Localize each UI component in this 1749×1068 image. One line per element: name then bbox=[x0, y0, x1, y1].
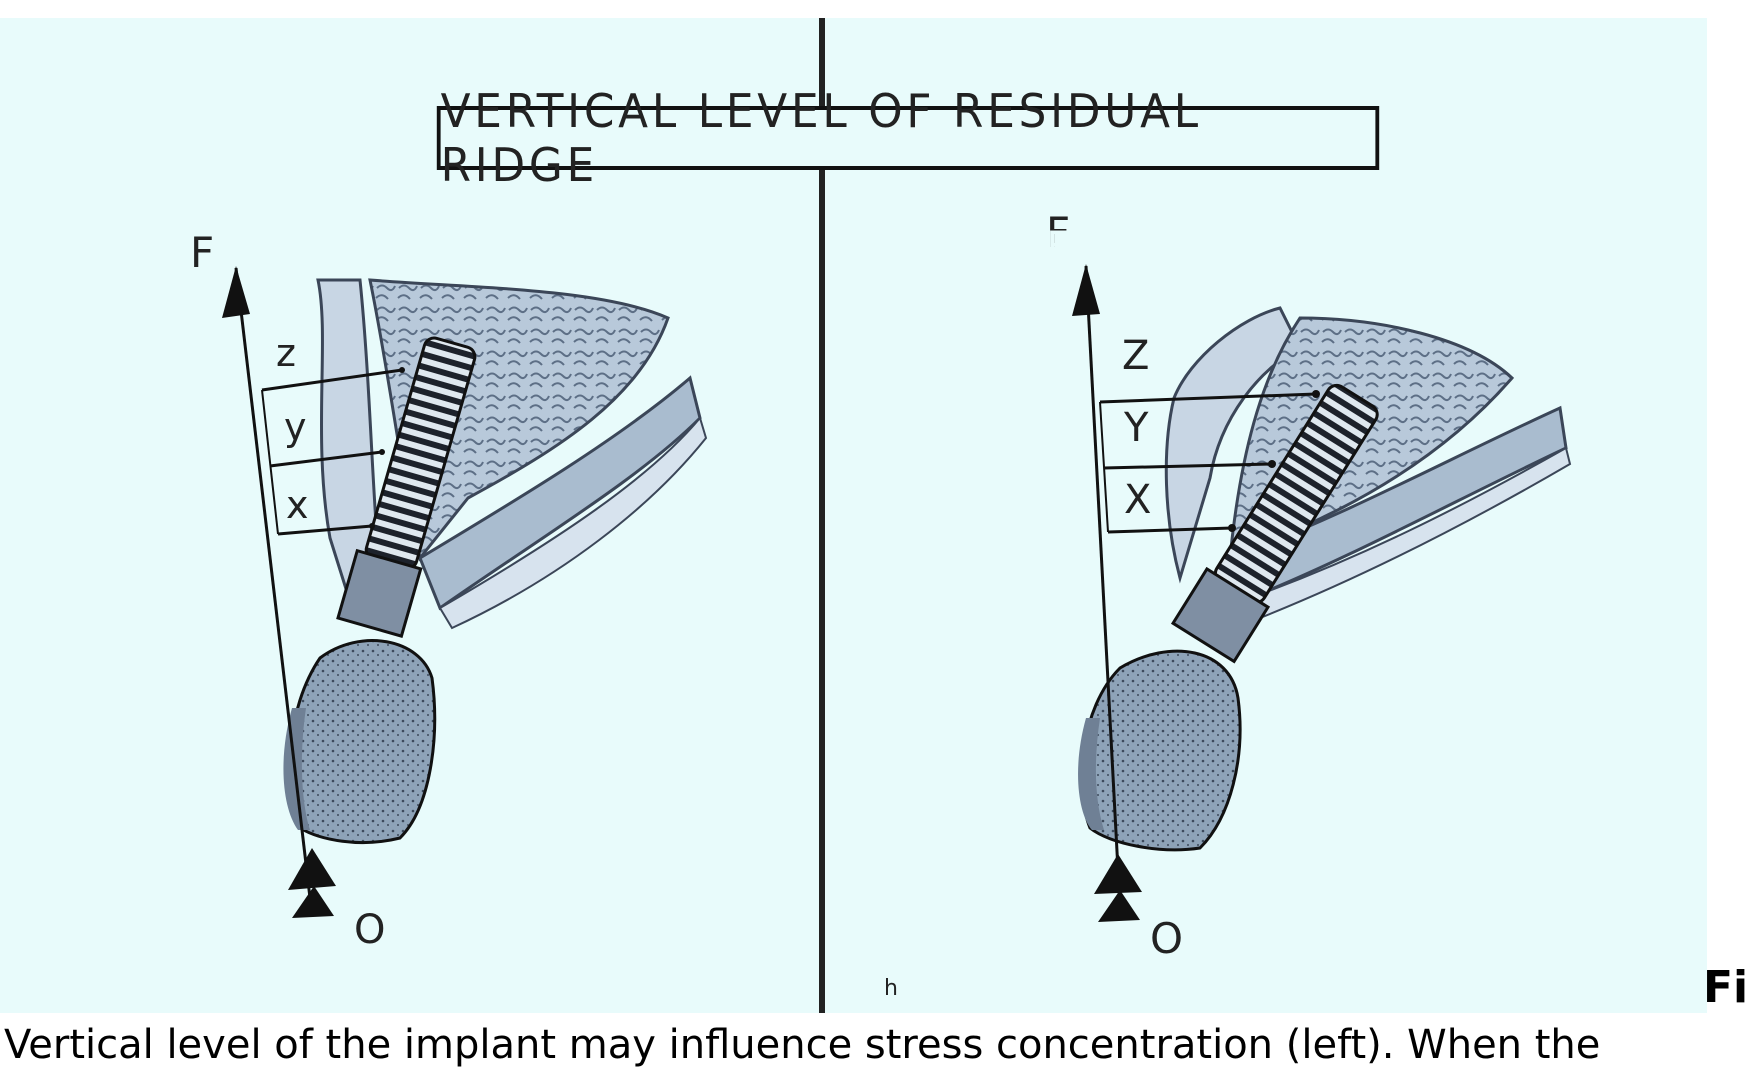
left-force-label: F bbox=[190, 228, 215, 277]
left-panel-drawing bbox=[222, 266, 708, 918]
left-level-x-label: x bbox=[286, 483, 309, 527]
right-force-arrowhead bbox=[1072, 264, 1100, 316]
left-level-z-line bbox=[261, 368, 403, 392]
panel-mark: h bbox=[884, 976, 898, 1001]
left-level-y-label: y bbox=[284, 405, 307, 449]
right-gingiva bbox=[1227, 405, 1568, 600]
right-level-z-line bbox=[1099, 392, 1317, 404]
right-force-label: F bbox=[1046, 222, 1071, 271]
diagram-title: VERTICAL LEVEL OF RESIDUAL RIDGE bbox=[436, 84, 1380, 192]
left-implant bbox=[336, 336, 477, 639]
right-crown bbox=[1080, 649, 1242, 852]
right-origin-label: O bbox=[1150, 914, 1184, 963]
left-gingiva bbox=[418, 375, 702, 611]
left-origin-label: O bbox=[354, 907, 386, 953]
left-crown bbox=[287, 639, 437, 844]
right-level-y-label: Y bbox=[1124, 405, 1149, 451]
right-level-z-label: Z bbox=[1122, 333, 1150, 379]
figure-panel: VERTICAL LEVEL OF RESIDUAL RIDGE F z y x… bbox=[0, 18, 1707, 1013]
left-level-x-line bbox=[277, 524, 373, 536]
right-level-x-line bbox=[1107, 526, 1233, 534]
left-level-y-line bbox=[269, 450, 383, 468]
left-force-arrowhead bbox=[222, 266, 250, 318]
left-level-z-label: z bbox=[276, 331, 296, 375]
right-panel-drawing bbox=[1072, 264, 1572, 922]
left-force-line bbox=[234, 267, 312, 899]
right-origin-arrowhead bbox=[1094, 854, 1142, 894]
figure-illustration bbox=[222, 18, 1572, 1013]
figure-caption: Vertical level of the implant may influe… bbox=[4, 1022, 1601, 1068]
right-force-line bbox=[1084, 265, 1122, 909]
right-level-x-label: X bbox=[1124, 477, 1152, 523]
right-cortical-plate bbox=[1164, 306, 1303, 584]
left-origin-arrowhead bbox=[288, 848, 336, 890]
right-implant bbox=[1170, 383, 1379, 664]
right-level-y-line bbox=[1103, 462, 1273, 470]
caption-figure-label: Fi bbox=[1703, 962, 1749, 1013]
